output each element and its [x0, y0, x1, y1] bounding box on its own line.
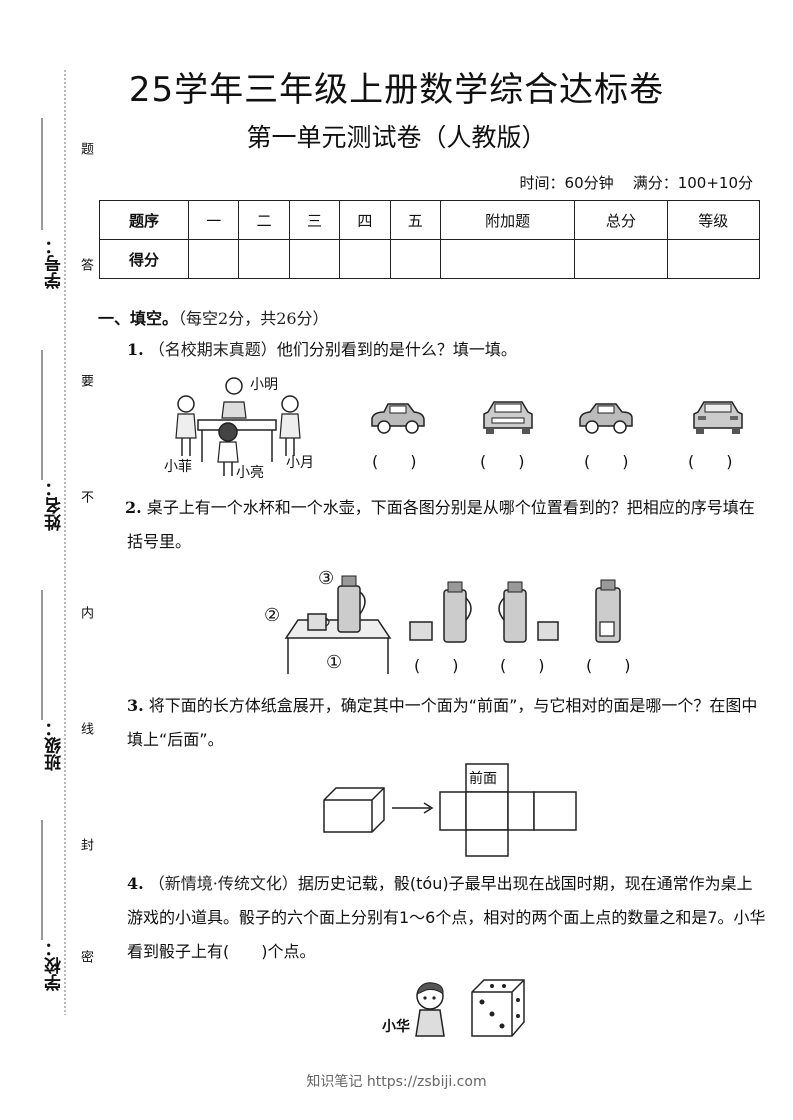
page-title: 25学年三年级上册数学综合达标卷	[128, 70, 665, 110]
student-id-label: 学号：	[45, 238, 65, 289]
answer-blank[interactable]: ( )	[372, 452, 417, 471]
answer-blank[interactable]: ( )	[414, 656, 459, 675]
section-title: 一、填空。	[98, 309, 179, 328]
score-col-header: 二	[238, 200, 290, 240]
score-col-header: 一	[187, 200, 240, 240]
score-table-score-row: 得分	[99, 239, 761, 279]
arrow-right-icon	[392, 802, 434, 814]
position-marker-3: ③	[318, 568, 335, 589]
boy-xiaohua-illustration	[415, 982, 445, 1037]
score-col-header: 四	[339, 200, 391, 240]
score-cell[interactable]	[389, 239, 441, 279]
seal-char: 答	[78, 258, 93, 271]
binding-strip: 学号： 姓名： 班级： 学校： 题 答 要 不 内 线 封 密	[18, 60, 93, 1020]
score-col-header: 三	[288, 200, 341, 240]
position-marker-2: ②	[264, 605, 281, 626]
score-table-header-row: 题序 一 二 三 四 五 附加题 总分 等级	[99, 200, 761, 240]
exam-full-score: 满分：100+10分	[632, 174, 753, 192]
question-source-note: （名校期末真题）	[148, 340, 277, 359]
view-b-icon	[498, 581, 559, 643]
binding-line	[41, 70, 66, 1015]
question-text: 据历史记载，骰(tóu)子最早出现在战国时期，现在通常作为桌上游戏的小道具。骰子…	[127, 874, 766, 961]
question-number: 3.	[127, 696, 144, 715]
question-number: 1.	[127, 340, 144, 359]
section-heading: 一、填空。（每空2分，共26分）	[98, 305, 329, 329]
question-4: 4. （新情境·传统文化）据历史记载，骰(tóu)子最早出现在战国时期，现在通常…	[127, 867, 767, 969]
question-number: 4.	[127, 874, 144, 893]
kids-table-illustration	[175, 377, 301, 476]
view-c-icon	[595, 579, 621, 643]
seal-char: 要	[78, 374, 93, 387]
answer-blank[interactable]: ( )	[688, 452, 733, 471]
score-cell[interactable]	[439, 239, 576, 279]
score-cell[interactable]	[339, 239, 391, 279]
page-subtitle: 第一单元测试卷（人教版）	[246, 123, 547, 152]
position-marker-1: ①	[326, 652, 343, 673]
cuboid-net-diagram[interactable]	[438, 762, 578, 858]
kid-label-xiaofei: 小菲	[164, 459, 192, 475]
answer-blank[interactable]: ( )	[480, 452, 525, 471]
view-a-icon	[409, 581, 472, 643]
score-table-row-label: 得分	[99, 239, 189, 279]
answer-blank[interactable]: ( )	[586, 656, 631, 675]
question-text: 他们分别看到的是什么？填一填。	[276, 340, 517, 359]
answer-blank[interactable]: ( )	[584, 452, 629, 471]
seal-char: 密	[78, 950, 93, 963]
dice-icon	[471, 979, 525, 1037]
seal-char: 封	[78, 838, 93, 851]
question-number: 2.	[125, 498, 142, 517]
exam-info: 时间：60分钟 满分：100+10分	[520, 172, 753, 193]
question-3: 3. 将下面的长方体纸盒展开，确定其中一个面为“前面”，与它相对的面是哪一个？在…	[127, 689, 767, 757]
net-front-label: 前面	[469, 771, 497, 787]
school-label: 学校：	[45, 940, 65, 991]
seal-char: 不	[78, 490, 93, 503]
question-2: 2. 桌子上有一个水杯和一个水壶，下面各图分别是从哪个位置看到的？把相应的序号填…	[125, 491, 767, 559]
score-table: 题序 一 二 三 四 五 附加题 总分 等级 得分	[99, 200, 761, 279]
car-front-view-icon	[483, 401, 533, 434]
question-text: 将下面的长方体纸盒展开，确定其中一个面为“前面”，与它相对的面是哪一个？在图中填…	[127, 696, 758, 749]
exam-time: 时间：60分钟	[519, 174, 614, 192]
answer-blank[interactable]: ( )	[500, 656, 545, 675]
kid-label-xiaoming: 小明	[250, 377, 278, 393]
kid-label-xiaoyue: 小月	[286, 455, 314, 471]
score-cell[interactable]	[187, 239, 240, 279]
question-1: 1. （名校期末真题）他们分别看到的是什么？填一填。	[127, 333, 767, 367]
cuboid-box-icon	[323, 787, 385, 833]
score-table-row-label: 题序	[99, 200, 189, 240]
question-text: 桌子上有一个水杯和一个水壶，下面各图分别是从哪个位置看到的？把相应的序号填在括号…	[127, 498, 755, 551]
score-col-header: 附加题	[439, 200, 576, 240]
section-note: （每空2分，共26分）	[178, 309, 329, 328]
question-source-note: （新情境·传统文化）	[148, 874, 298, 893]
kid-label-xiaohua: 小华	[382, 1019, 410, 1035]
score-cell[interactable]	[574, 239, 668, 279]
seal-char: 线	[78, 722, 93, 735]
seal-char: 内	[78, 606, 93, 619]
score-col-header: 总分	[574, 200, 668, 240]
car-side-view-icon	[579, 403, 633, 434]
score-col-header: 五	[389, 200, 441, 240]
student-name-label: 姓名：	[45, 480, 65, 531]
score-cell[interactable]	[288, 239, 341, 279]
score-cell[interactable]	[666, 239, 761, 279]
footer-watermark: 知识笔记 https://zsbiji.com	[306, 1074, 487, 1090]
car-rear-view-icon	[693, 401, 743, 434]
car-side-view-icon	[371, 403, 425, 434]
score-cell[interactable]	[238, 239, 290, 279]
class-label: 班级：	[45, 720, 65, 771]
kid-label-xiaoliang: 小亮	[236, 465, 264, 481]
table-kettle-cup-illustration	[284, 575, 392, 674]
score-col-header: 等级	[666, 200, 761, 240]
seal-char: 题	[78, 142, 93, 155]
